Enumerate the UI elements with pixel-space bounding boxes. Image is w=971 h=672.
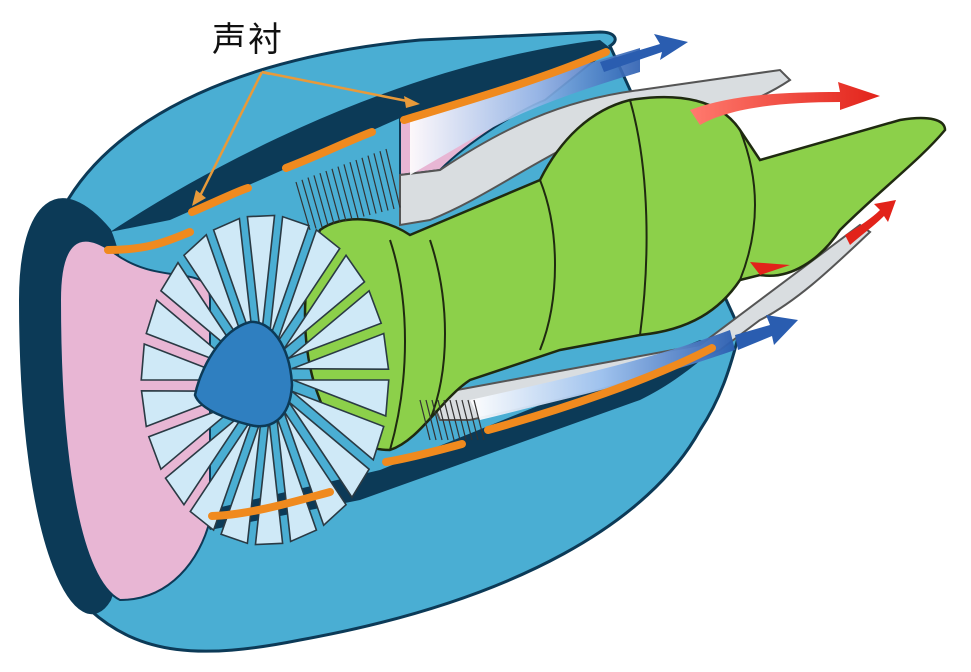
compressor-vane (355, 159, 371, 216)
compressor-vane (455, 399, 467, 441)
fan-blade (288, 289, 383, 360)
fan-blade (292, 379, 390, 418)
fan-blade (147, 400, 242, 471)
hot-arrow-top (690, 82, 880, 125)
bypass-arrow-upper (600, 34, 688, 72)
fan-blade (159, 261, 243, 359)
compressor-vane (301, 179, 317, 229)
bypass-flow-lower (470, 330, 735, 420)
compressor-vanes (295, 148, 485, 441)
compressor-vane (425, 399, 437, 441)
fan-blade (212, 217, 255, 344)
fan-blade (182, 233, 248, 351)
fan-blade (291, 390, 385, 462)
hot-exhaust-gap (750, 262, 790, 275)
compressor-vane (325, 170, 341, 223)
compressor-vane (367, 155, 383, 213)
compressor-vane (437, 399, 449, 441)
compressor-vane (449, 399, 461, 441)
leader-arrowhead-1 (192, 190, 206, 206)
compressor-vane (461, 399, 473, 441)
flow-arrow-icon (600, 34, 896, 350)
compressor-vane (331, 168, 347, 222)
compressor-vane (431, 399, 443, 441)
bypass-flow-upper (410, 48, 640, 175)
fan-blade (291, 332, 390, 370)
fan-blade (275, 228, 341, 345)
compressor-vane (319, 173, 335, 225)
fan-blade (268, 215, 310, 341)
compressor-vane (419, 399, 431, 441)
compressor-vane (313, 175, 329, 226)
compressor-vane (361, 157, 377, 214)
fan-blade (275, 416, 318, 543)
compressor-vane (307, 177, 323, 228)
bypass-arrow-lower (735, 315, 798, 350)
compressor-vane (373, 153, 389, 211)
fan-blade (282, 409, 348, 527)
compressor-vane (385, 148, 401, 208)
compressor-vane (473, 399, 485, 441)
nacelle-inner-shell (110, 40, 610, 232)
spinner-icon (193, 320, 294, 428)
fan-blade (287, 401, 371, 499)
fan-blade (189, 415, 255, 532)
hot-arrow-right (845, 200, 896, 245)
compressor-vane (343, 164, 359, 219)
leader-arrowhead-2 (404, 96, 420, 108)
compressor-vane (379, 151, 395, 210)
acoustic-liners (104, 48, 716, 520)
fan-blade-icon (140, 214, 390, 546)
liner-leader-lines (196, 70, 413, 201)
acoustic-liner-label: 声衬 (212, 20, 284, 60)
fan-blade (246, 214, 276, 341)
compressor-vane (337, 166, 353, 220)
core-section-lines (389, 99, 756, 451)
compressor-vane (467, 399, 479, 441)
fan-blade (164, 409, 248, 507)
compressor-vane (349, 162, 365, 217)
fan-blade (282, 253, 366, 351)
compressor-vane (443, 399, 455, 441)
compressor-vane (295, 181, 311, 231)
